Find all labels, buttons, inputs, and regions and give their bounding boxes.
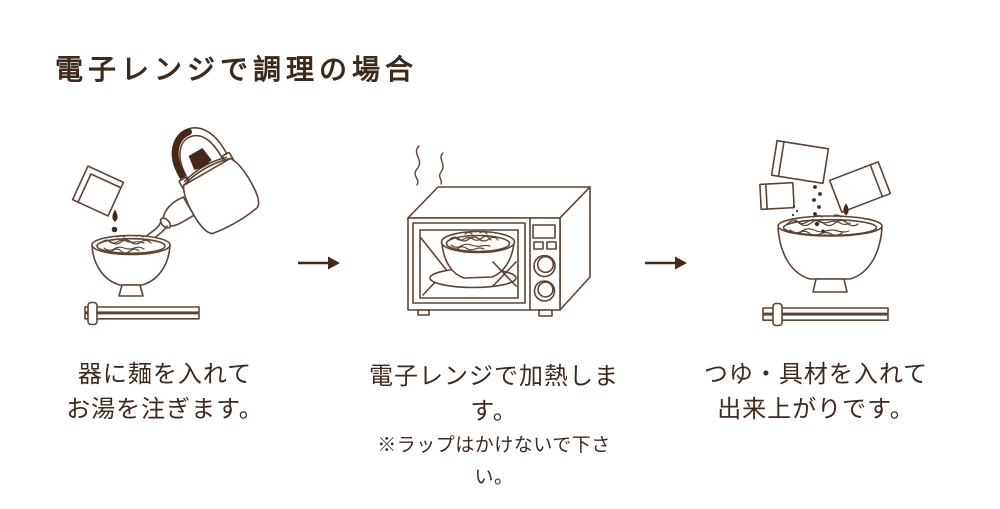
- dial-icon: [533, 280, 556, 302]
- topping-packet-icon: [770, 139, 830, 185]
- arrow-right-icon: [297, 255, 341, 276]
- step1-caption: 器に麺を入れて お湯を注ぎます。: [30, 358, 300, 428]
- noodle-bowl-icon: [91, 234, 171, 297]
- noodle-packet-icon: [71, 165, 125, 217]
- steam-icon: [414, 145, 444, 186]
- noodle-bowl-icon: [777, 214, 883, 293]
- kettle-icon: [159, 127, 260, 235]
- caption-line: 器に麺を入れて: [77, 362, 253, 388]
- liquid-drop-icon: [111, 209, 118, 233]
- button-icon: [533, 241, 544, 250]
- step2-caption: 電子レンジで加熱します。 ※ラップはかけないで下さい。: [358, 360, 630, 494]
- microwave-icon: [407, 145, 591, 317]
- noodles-icon: [100, 234, 152, 254]
- step1-illustration: [60, 124, 300, 337]
- microwave-door: [412, 222, 526, 304]
- caption-line: 電子レンジで加熱します。: [369, 364, 619, 425]
- caption-line: お湯を注ぎます。: [66, 397, 264, 423]
- page-title: 電子レンジで調理の場合: [55, 55, 419, 86]
- caption-line: 出来上がりです。: [717, 397, 915, 423]
- kettle-pouring-icon: [71, 127, 260, 326]
- chopsticks-icon: [84, 301, 200, 326]
- topping-packet-icon: [759, 181, 795, 211]
- step3-caption: つゆ・具材を入れて 出来上がりです。: [680, 358, 952, 428]
- finishing-bowl-icon: [759, 139, 892, 327]
- noodles-icon: [786, 214, 859, 236]
- button-icon: [546, 241, 557, 250]
- caption-line: つゆ・具材を入れて: [703, 362, 929, 388]
- dial-icon: [533, 254, 556, 278]
- control-panel: [529, 217, 557, 311]
- arrow-right-icon: [644, 255, 688, 276]
- display-icon: [532, 224, 556, 239]
- caption-note: ※ラップはかけないで下さい。: [377, 435, 611, 488]
- bowl-in-microwave-icon: [440, 230, 516, 279]
- chopsticks-icon: [762, 302, 889, 327]
- soup-packet-icon: [828, 161, 892, 213]
- step2-illustration: [385, 130, 625, 340]
- step3-illustration: [730, 130, 970, 340]
